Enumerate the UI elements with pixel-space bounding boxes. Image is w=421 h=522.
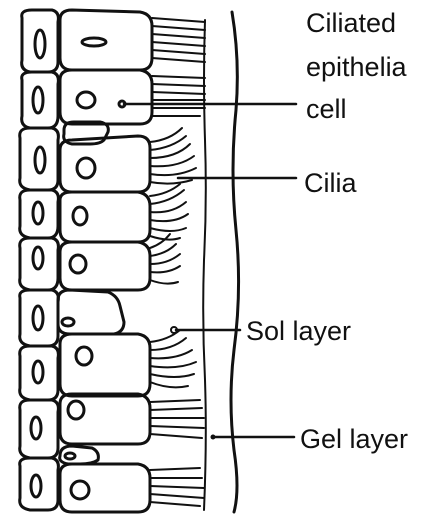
cilia-tuft bbox=[150, 400, 204, 438]
ciliated-cell-label-line1: Ciliated bbox=[306, 8, 396, 38]
gel-layer-label: Gel layer bbox=[300, 424, 408, 454]
cilia-label: Cilia bbox=[304, 168, 357, 198]
ciliated-cell bbox=[58, 290, 124, 334]
ciliated-cell-label-line3: cell bbox=[306, 94, 347, 124]
gel-layer-marker bbox=[211, 435, 216, 440]
basal-cell bbox=[20, 128, 59, 190]
basal-cell bbox=[20, 458, 59, 510]
basal-cell bbox=[20, 290, 59, 346]
cilia-tuft bbox=[150, 234, 180, 284]
cilia-tuft bbox=[150, 330, 196, 387]
basal-cell bbox=[20, 238, 59, 290]
ciliated-cell-label-line2: epithelia bbox=[306, 52, 408, 82]
ciliated-cell bbox=[60, 242, 150, 290]
sol-layer-label: Sol layer bbox=[246, 316, 351, 346]
ciliated-cell bbox=[60, 394, 150, 444]
cilia-tufts bbox=[150, 18, 205, 506]
ciliated-cell bbox=[60, 192, 150, 242]
ciliated-cell bbox=[60, 70, 152, 124]
cilia-tuft bbox=[150, 468, 204, 506]
basal-cell bbox=[20, 190, 59, 238]
cilia-tuft bbox=[152, 76, 205, 116]
basal-cell bbox=[20, 400, 59, 458]
ciliated-cell bbox=[60, 446, 99, 464]
ciliated-cell-column bbox=[58, 10, 152, 512]
basal-cell bbox=[22, 10, 59, 72]
cilia-tuft bbox=[150, 128, 196, 184]
basal-cell bbox=[22, 72, 59, 128]
cilia-tuft bbox=[152, 18, 205, 62]
ciliated-cell bbox=[60, 464, 150, 512]
ciliated-cell bbox=[60, 10, 152, 70]
basal-cell bbox=[20, 346, 59, 400]
basal-cell-column bbox=[20, 10, 59, 510]
cilia-tuft bbox=[150, 184, 188, 240]
sol-layer-marker bbox=[171, 327, 177, 333]
ciliated-cell bbox=[60, 334, 150, 396]
